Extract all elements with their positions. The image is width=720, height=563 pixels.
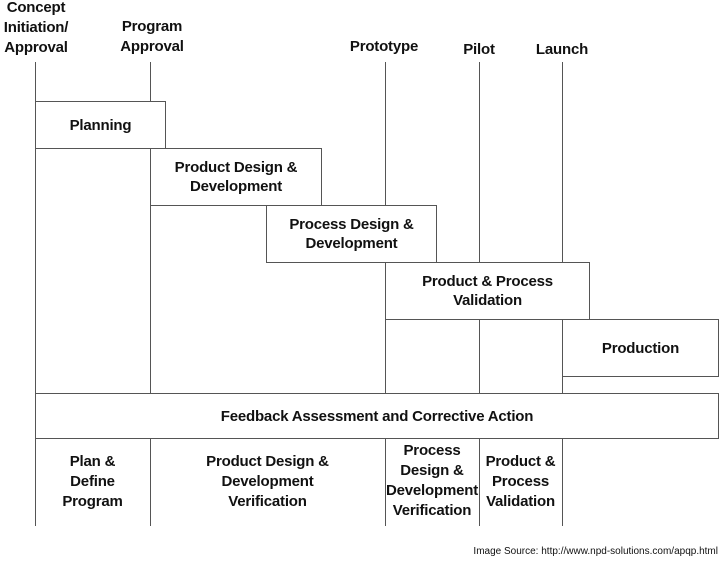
phase-production-label: Production (601, 339, 680, 357)
milestone-program-approval: Program Approval (120, 18, 184, 55)
program-approval-line (150, 62, 151, 526)
phase-production: Production (562, 319, 719, 377)
phase-planning-label: Planning (69, 116, 132, 134)
phase-process-design-label: Process Design & Development (289, 216, 414, 252)
output-product-verification: Product Design & Development Verificatio… (206, 453, 329, 510)
image-source-caption: Image Source: http://www.npd-solutions.c… (473, 546, 718, 557)
milestone-launch: Launch (535, 41, 589, 58)
output-validation: Product & Process Validation (485, 453, 556, 510)
concept-line (35, 62, 36, 526)
phase-feedback: Feedback Assessment and Corrective Actio… (35, 393, 719, 439)
milestone-concept: Concept Initiation/ Approval (3, 0, 69, 56)
phase-process-design: Process Design & Development (266, 205, 437, 263)
output-process-verification: Process Design & Development Verificatio… (386, 442, 478, 519)
phase-validation: Product & Process Validation (385, 262, 590, 320)
phase-planning: Planning (35, 101, 166, 149)
output-plan-define: Plan & Define Program (62, 453, 123, 510)
phase-validation-label: Product & Process Validation (422, 273, 553, 309)
phase-feedback-label: Feedback Assessment and Corrective Actio… (220, 407, 534, 425)
milestone-pilot: Pilot (463, 41, 495, 58)
phase-product-design: Product Design & Development (150, 148, 322, 206)
milestone-prototype: Prototype (349, 38, 419, 55)
phase-product-design-label: Product Design & Development (174, 159, 298, 195)
